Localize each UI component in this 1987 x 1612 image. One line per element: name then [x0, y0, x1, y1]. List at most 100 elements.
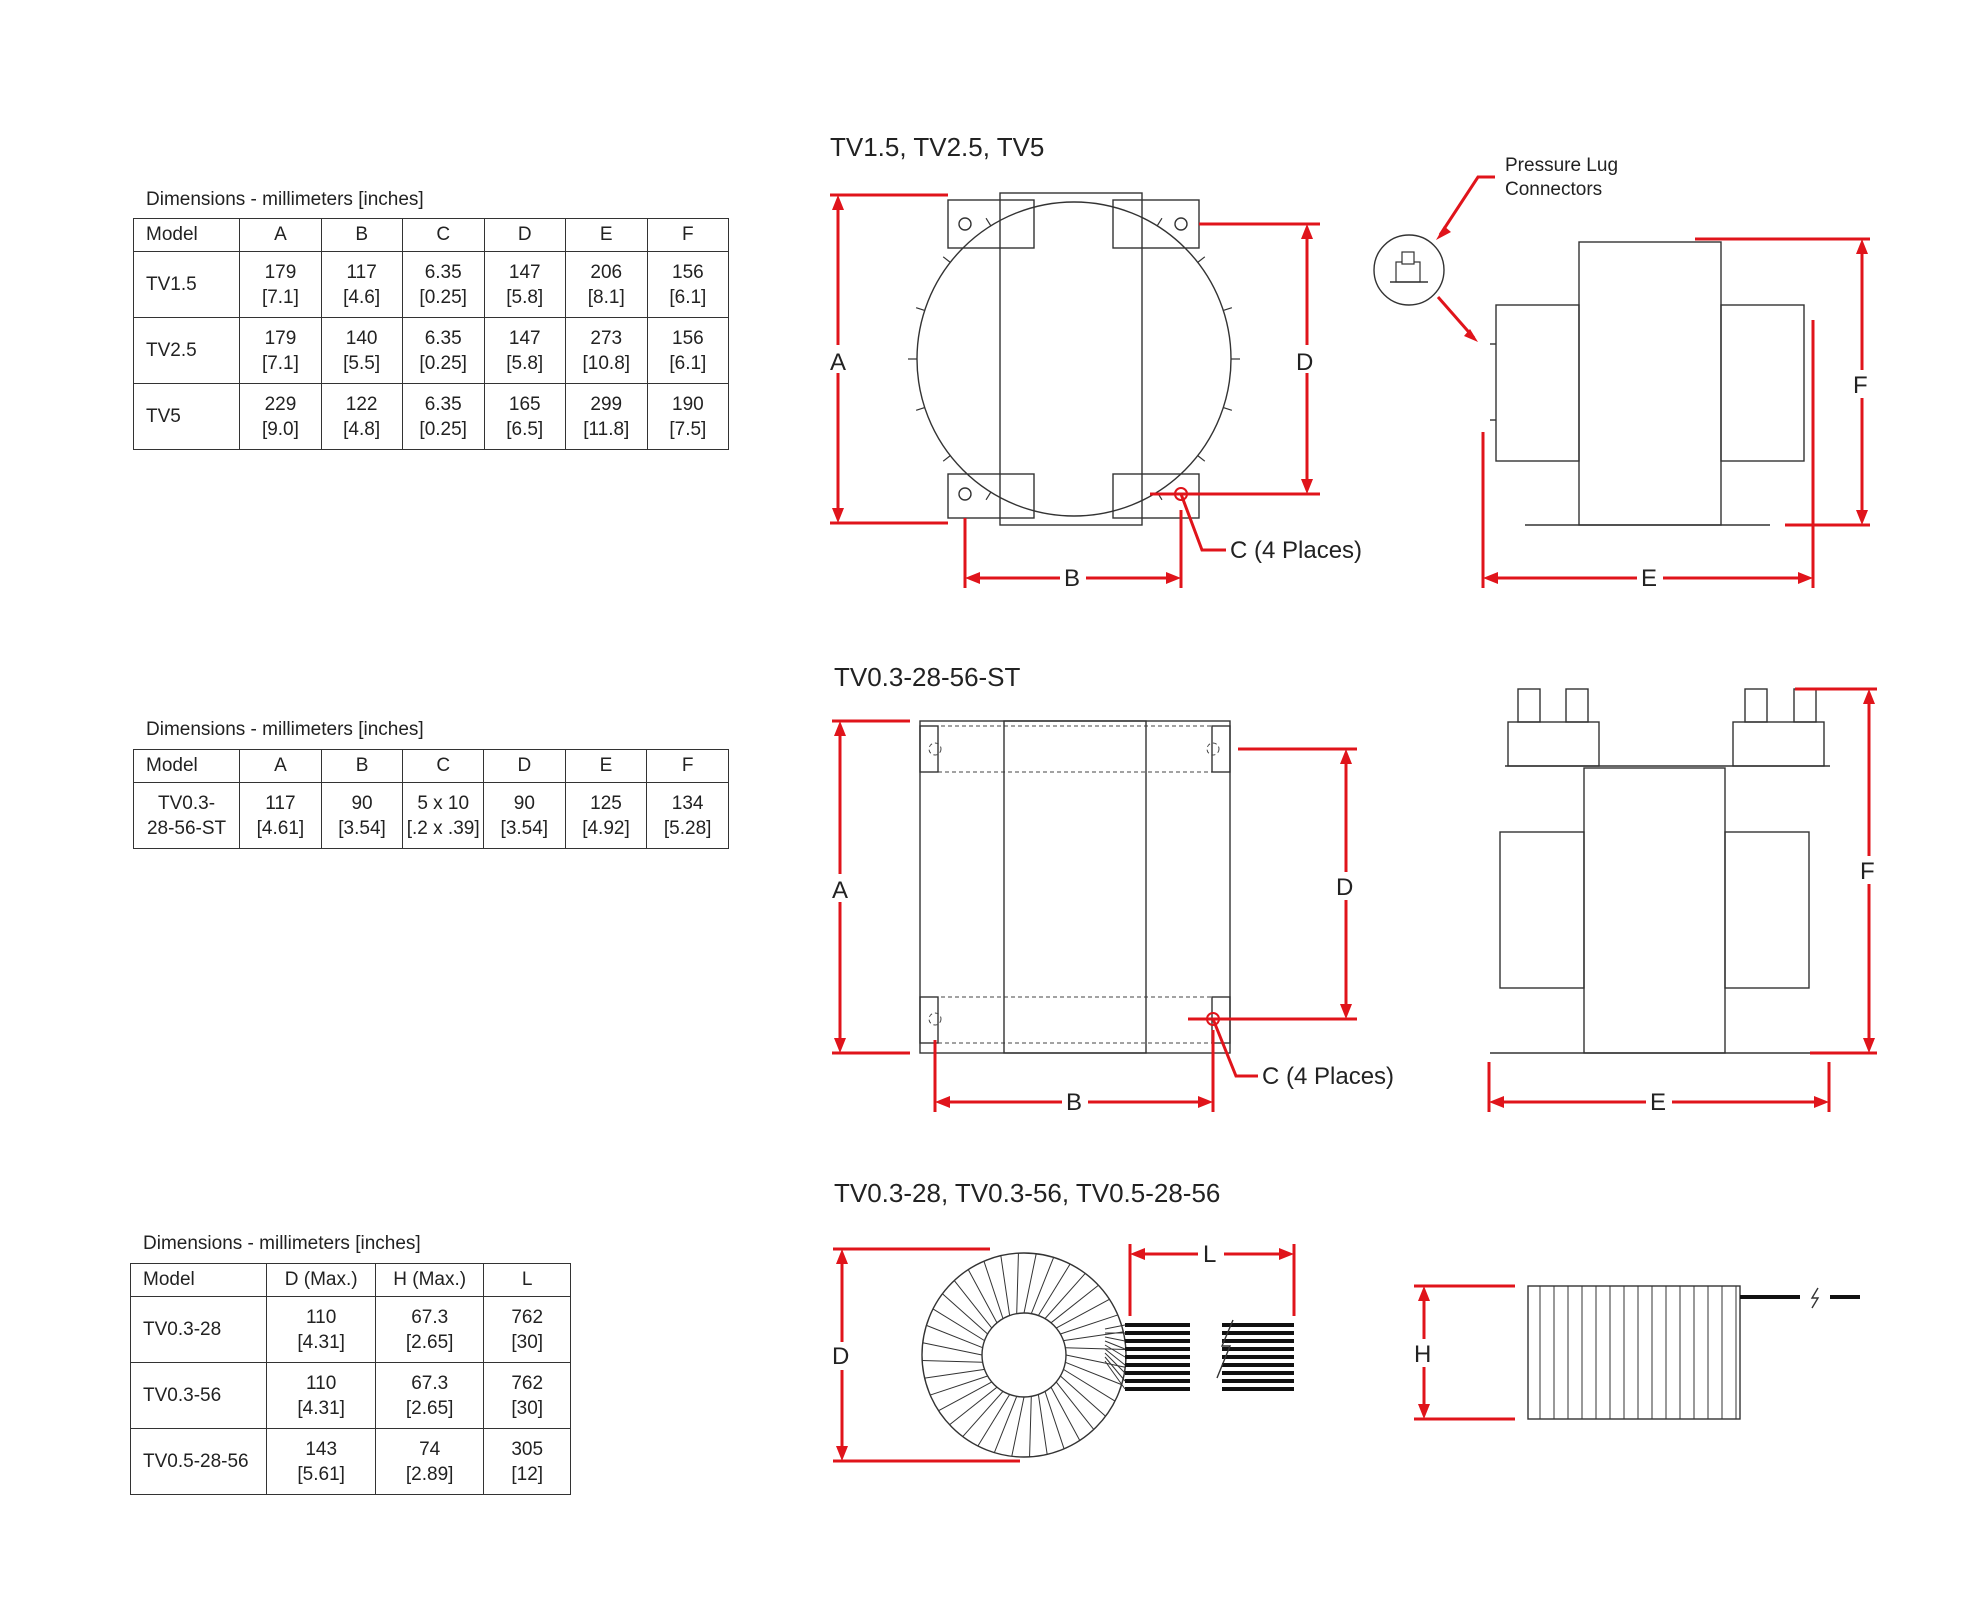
- diagram3-title: TV0.3-28, TV0.3-56, TV0.5-28-56: [834, 1178, 1220, 1208]
- table1-header-row: Model A B C D E F: [132, 218, 730, 252]
- table-row: TV0.3-28 110[4.31] 67.3[2.65] 762[30]: [129, 1296, 571, 1363]
- toroid-windings: [922, 1253, 1126, 1457]
- table3-header-d: D (Max.): [266, 1263, 376, 1297]
- dimension-a-label: A: [830, 349, 846, 376]
- dimension-l-label: L: [1203, 1241, 1216, 1268]
- table2-header-model: Model: [132, 749, 241, 783]
- table-cell: 6.35[0.25]: [401, 383, 485, 450]
- table-row: TV0.5-28-56 143[5.61] 74[2.89] 305[12]: [129, 1428, 571, 1495]
- table-cell: 156[6.1]: [646, 317, 730, 384]
- table3-header-h: H (Max.): [374, 1263, 485, 1297]
- mounting-hole: [1174, 217, 1188, 231]
- table-cell: 762[30]: [483, 1296, 571, 1363]
- dimension-b-label: B: [1064, 565, 1080, 592]
- side-coil: [1495, 304, 1580, 462]
- mounting-hole: [958, 217, 972, 231]
- table2-header-b: B: [320, 749, 404, 783]
- table-row: TV5 229[9.0] 122[4.8] 6.35[0.25] 165[6.5…: [132, 383, 730, 450]
- diagram2: TV0.3-28-56-ST A D: [828, 662, 1881, 1116]
- terminal-post: [1517, 688, 1541, 723]
- pressure-lug-label-line1: Pressure Lug: [1505, 155, 1618, 176]
- dimension-e-label: E: [1641, 565, 1657, 592]
- table-row: TV2.5 179[7.1] 140[5.5] 6.35[0.25] 147[5…: [132, 317, 730, 384]
- table-cell: 190[7.5]: [646, 383, 730, 450]
- table3-header-l: L: [483, 1263, 571, 1297]
- mounting-hole: [928, 742, 942, 756]
- core-frame: [919, 720, 1231, 1054]
- table-cell: 134[5.28]: [646, 782, 729, 849]
- diagram2-front-view: [919, 720, 1231, 1054]
- table1-header-d: D: [483, 218, 566, 252]
- table1: Model A B C D E F TV1.5 179[7.1] 117[4.6…: [132, 218, 730, 450]
- table3-caption: Dimensions - millimeters [inches]: [143, 1233, 421, 1254]
- mounting-hole: [928, 1012, 942, 1026]
- side-core: [1578, 241, 1722, 526]
- mounting-foot: [1112, 473, 1200, 519]
- table-cell: 117[4.61]: [239, 782, 322, 849]
- dimension-d-label: D: [832, 1343, 849, 1370]
- table2-header-a: A: [239, 749, 322, 783]
- transformer-coil-outline: [916, 201, 1232, 517]
- pressure-lug-detail: [1373, 234, 1445, 306]
- side-coil: [1499, 831, 1585, 989]
- mounting-hole: [1206, 742, 1220, 756]
- terminal-block: [1732, 721, 1825, 767]
- dimension-d-label: D: [1296, 349, 1313, 376]
- toroid-outer: [921, 1252, 1127, 1458]
- table-cell: 110[4.31]: [266, 1362, 376, 1429]
- table2-header-row: Model A B C D E F: [132, 749, 729, 783]
- dimension-a-label: A: [832, 877, 848, 904]
- side-coil: [1724, 831, 1810, 989]
- table-cell: 179[7.1]: [239, 317, 322, 384]
- table1-header-c: C: [401, 218, 485, 252]
- toroid-side-body: [1527, 1285, 1741, 1420]
- table-cell-model: TV1.5: [132, 251, 241, 318]
- table-row: TV1.5 179[7.1] 117[4.6] 6.35[0.25] 147[5…: [132, 251, 730, 318]
- toroid-hole: [981, 1312, 1067, 1398]
- table-cell: 74[2.89]: [374, 1428, 485, 1495]
- dimension-e-label: E: [1650, 1089, 1666, 1116]
- table-cell-model: TV5: [132, 383, 241, 450]
- table-cell: 206[8.1]: [564, 251, 648, 318]
- table1-header-model: Model: [132, 218, 241, 252]
- table2: Model A B C D E F TV0.3-28-56-ST 117[4.6…: [132, 749, 729, 849]
- table-cell: 122[4.8]: [320, 383, 403, 450]
- diagram1: TV1.5, TV2.5, TV5 A D: [826, 132, 1874, 592]
- table-cell: 299[11.8]: [564, 383, 648, 450]
- diagram2-side-view: [1490, 688, 1830, 1054]
- table1-header-f: F: [646, 218, 730, 252]
- terminal-post: [1744, 688, 1768, 723]
- diagram1-side-view: [1490, 241, 1805, 526]
- terminal-post: [1565, 688, 1589, 723]
- mounting-foot: [947, 473, 1035, 519]
- side-coil: [1720, 304, 1805, 462]
- table2-header-c: C: [402, 749, 484, 783]
- table-cell: 762[30]: [483, 1362, 571, 1429]
- pressure-lug-label-line2: Connectors: [1505, 179, 1602, 200]
- diagram2-title: TV0.3-28-56-ST: [834, 662, 1021, 692]
- table3-header-row: Model D (Max.) H (Max.) L: [129, 1263, 571, 1297]
- table3: Model D (Max.) H (Max.) L TV0.3-28 110[4…: [129, 1263, 571, 1495]
- dimension-b-label: B: [1066, 1089, 1082, 1116]
- table2-header-f: F: [646, 749, 729, 783]
- table-cell: 67.3[2.65]: [374, 1296, 485, 1363]
- dimension-h-label: H: [1414, 1341, 1431, 1368]
- dimension-f-label: F: [1860, 858, 1875, 885]
- table-cell-model: TV0.3-56: [129, 1362, 268, 1429]
- terminal-post: [1793, 688, 1817, 723]
- side-core: [1583, 767, 1726, 1054]
- toroid-leads: [1104, 1323, 1294, 1391]
- table-cell: 90[3.54]: [483, 782, 566, 849]
- diagram3: TV0.3-28, TV0.3-56, TV0.5-28-56 D L: [830, 1178, 1860, 1463]
- table-cell: 6.35[0.25]: [401, 317, 485, 384]
- table-cell-model: TV0.3-28-56-ST: [132, 782, 241, 849]
- transformer-core: [1003, 720, 1147, 1054]
- transformer-core: [999, 192, 1143, 526]
- table-cell-model: TV2.5: [132, 317, 241, 384]
- table-cell-model: TV0.3-28: [129, 1296, 268, 1363]
- table-cell: 305[12]: [483, 1428, 571, 1495]
- table-cell: 67.3[2.65]: [374, 1362, 485, 1429]
- mounting-foot: [947, 199, 1035, 249]
- terminal-block: [1507, 721, 1600, 767]
